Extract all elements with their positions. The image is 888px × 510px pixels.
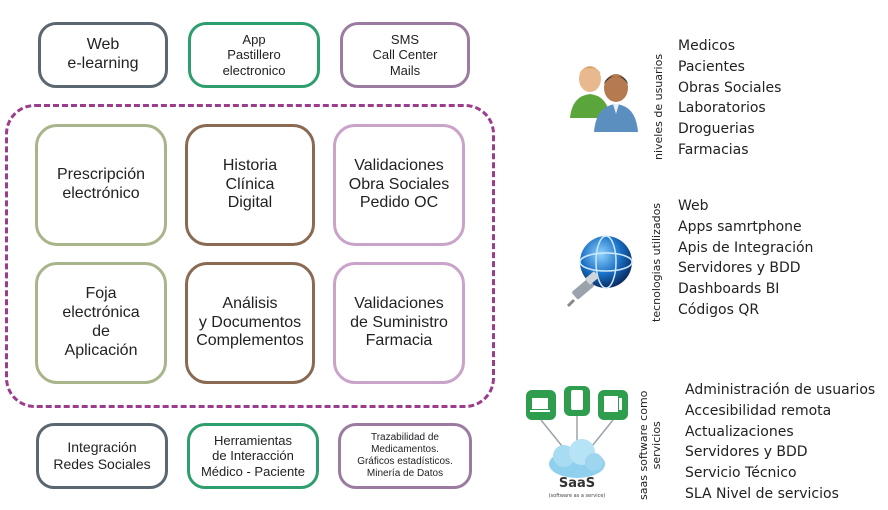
box-label: Trazabilidad de Medicamentos. Gráficos e…	[357, 432, 453, 479]
box-label: Validaciones Obra Sociales Pedido OC	[348, 156, 450, 212]
saas-cloud-icon: SaaS (software as a service)	[518, 384, 636, 508]
box-label: Herramientas de Interacción Médico - Pac…	[200, 433, 306, 479]
integracion-redes-box: Integración Redes Sociales	[36, 423, 168, 489]
list-item: Droguerias	[678, 121, 755, 138]
box-label: SMS Call Center Mails	[372, 32, 438, 78]
box-label: Prescripción electrónico	[56, 166, 146, 202]
network-globe-icon	[566, 234, 636, 308]
list-item: Web	[678, 198, 709, 214]
users-icon	[566, 60, 646, 134]
list-item: Códigos QR	[678, 301, 760, 318]
tecnologias-list: Web Apps samrtphone Apis de Integración …	[678, 196, 813, 321]
list-item: Medicos	[678, 38, 736, 54]
list-item: Accesibilidad remota	[685, 402, 832, 419]
list-item: Servicio Técnico	[685, 465, 797, 482]
herramientas-interaccion-box: Herramientas de Interacción Médico - Pac…	[187, 423, 319, 489]
list-item: Apps samrtphone	[678, 218, 802, 235]
list-item: Servidores y BDD	[685, 444, 808, 461]
list-item: Administración de usuarios	[685, 382, 876, 398]
saas-subtitle: (software as a service)	[548, 493, 606, 499]
list-item: SLA Nivel de servicios	[685, 485, 839, 502]
historia-clinica-box: Historia Clínica Digital	[185, 124, 315, 246]
list-item: Obras Sociales	[678, 79, 782, 96]
list-item: Apis de Integración	[678, 239, 814, 256]
box-label: App Pastillero electronico	[222, 32, 286, 78]
foja-electronica-box: Foja electrónica de Aplicación	[35, 262, 167, 384]
box-label: Foja electrónica de Aplicación	[62, 285, 140, 359]
app-pastillero-box: App Pastillero electronico	[188, 22, 320, 88]
list-item: Servidores y BDD	[678, 260, 801, 277]
validaciones-obra-box: Validaciones Obra Sociales Pedido OC	[333, 124, 465, 246]
tecnologias-section-label: tecnologias utilizados	[650, 202, 663, 322]
saas-title: SaaS	[558, 476, 596, 491]
list-item: Laboratorios	[678, 100, 766, 117]
usuarios-list: Medicos Pacientes Obras Sociales Laborat…	[678, 36, 781, 161]
saas-list: Administración de usuarios Accesibilidad…	[685, 380, 875, 505]
box-label: Validaciones de Suministro Farmacia	[350, 294, 448, 350]
usuarios-section-label: niveles de usuarios	[652, 53, 665, 160]
box-label: Integración Redes Sociales	[53, 439, 151, 472]
list-item: Farmacias	[678, 141, 749, 158]
list-item: Actualizaciones	[685, 423, 794, 440]
analisis-documentos-box: Análisis y Documentos Complementos	[185, 262, 315, 384]
trazabilidad-box: Trazabilidad de Medicamentos. Gráficos e…	[338, 423, 472, 489]
core-modules-group	[5, 104, 495, 408]
list-item: Pacientes	[678, 58, 745, 75]
validaciones-suministro-box: Validaciones de Suministro Farmacia	[333, 262, 465, 384]
box-label: Historia Clínica Digital	[222, 156, 278, 212]
box-label: Análisis y Documentos Complementos	[196, 294, 304, 350]
saas-section-label: saas software como servicios	[637, 390, 663, 500]
prescripcion-box: Prescripción electrónico	[35, 124, 167, 246]
sms-callcenter-box: SMS Call Center Mails	[340, 22, 470, 88]
web-elearning-box: Web e-learning	[38, 22, 168, 88]
box-label: Web e-learning	[67, 36, 139, 72]
list-item: Dashboards BI	[678, 281, 780, 298]
